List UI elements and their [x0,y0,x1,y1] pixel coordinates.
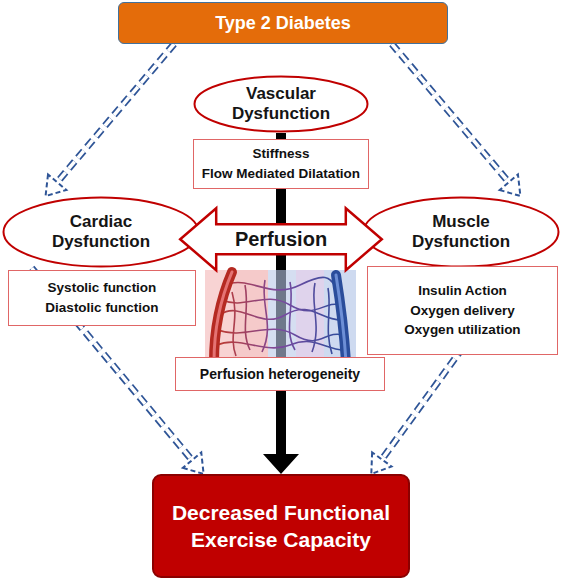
node-text: Diastolic function [45,298,158,318]
outcome-box: Decreased Functional Exercise Capacity [152,474,410,578]
node-text: Oxygen utilization [404,320,520,340]
artery-symbol [214,272,232,362]
capillary-mesh [217,277,344,356]
tissue-band [268,270,296,358]
feature-box: Systolic functionDiastolic function [8,270,196,326]
node-text: Perfusion heterogeneity [200,366,360,382]
node-text: Flow Mediated Dilatation [202,164,360,184]
arrow-shaft [57,44,174,182]
node-text: Oxygen delivery [410,301,514,321]
node-text: Type 2 Diabetes [215,13,351,34]
category-ellipse: Cardiac Dysfunction [2,196,200,268]
node-text: Cardiac Dysfunction [42,212,160,253]
edge-label: Perfusion [235,228,327,251]
dashed-arrow [46,44,175,196]
feature-box: Perfusion heterogeneity [175,357,385,391]
disease-box: Type 2 Diabetes [118,2,448,44]
arrow-head [46,175,67,196]
category-ellipse: Muscle Dysfunction [362,196,560,268]
node-text: Vascular Dysfunction [222,84,340,125]
node-text: Muscle Dysfunction [402,212,520,253]
node-text: Systolic function [48,278,157,298]
category-ellipse: Vascular Dysfunction [193,75,369,133]
double-block-arrow [180,208,382,270]
feature-box: Insulin ActionOxygen deliveryOxygen util… [367,266,558,355]
node-text: Insulin Action [418,281,507,301]
node-text: Decreased Functional Exercise Capacity [168,499,394,554]
arrow-body [180,208,382,270]
ellipse-outline [195,77,368,132]
ellipse-outline [364,198,559,267]
arrow-head [371,452,391,474]
arrow-shaft [392,44,509,182]
dashed-arrow [392,44,521,196]
ellipse-outline [4,198,199,267]
arrow-shaft [57,44,174,182]
arrow-shaft [392,44,509,182]
arrow-head [183,452,204,474]
arrow-head [500,175,521,196]
vein-symbol [336,275,346,362]
node-text: Stiffness [252,144,309,164]
feature-box: StiffnessFlow Mediated Dilatation [193,139,369,189]
